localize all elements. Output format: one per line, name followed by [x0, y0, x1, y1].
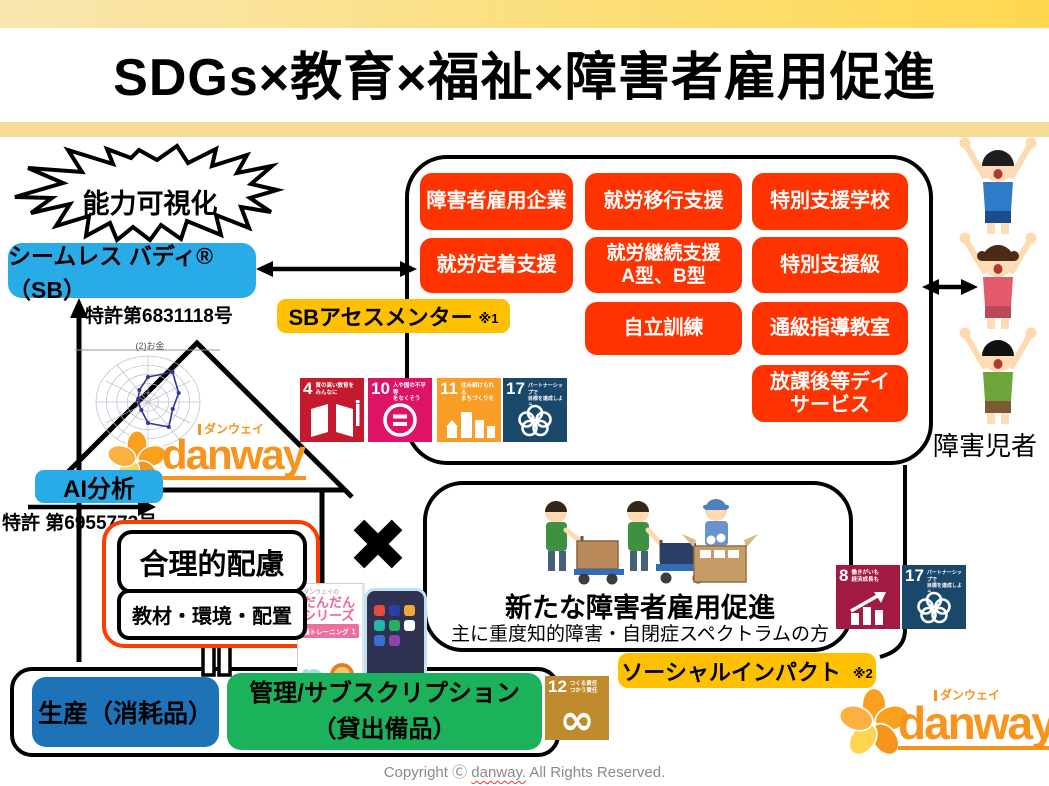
danway-kana-label: ダンウェイ	[198, 423, 306, 435]
disabled-children-label: 障害児者	[933, 431, 1038, 461]
seamless-buddy-label: シームレス バディ®（SB）	[8, 242, 214, 303]
title-underline-bar	[0, 122, 1049, 137]
workers-illustration	[545, 499, 758, 585]
rings-icon	[917, 591, 951, 624]
copyright-prefix: Copyright Ⓒ	[383, 764, 472, 781]
support-box-transition: 就労移行支援	[585, 173, 742, 230]
sb-assessmentor-note: ※1	[478, 311, 499, 326]
sdg-goal17-icon: 17 パートナーシップで 目標を達成しよう	[503, 378, 567, 442]
phone-app-grid	[367, 591, 424, 646]
sdg-goal4-icon: 4 質の高い教育を みんなに	[300, 378, 364, 442]
sb-assessmentor-box: SBアセスメンター ※1	[277, 299, 510, 333]
ai-analysis-label: AI分析	[63, 476, 135, 503]
sdg-goal12-icon: 12 つくる責任 つかう責任 ∞	[545, 676, 609, 740]
support-box-special-school: 特別支援学校	[752, 173, 908, 230]
multiply-icon	[353, 519, 403, 569]
svg-text:∞: ∞	[560, 698, 595, 740]
sb-assessmentor-label: SBアセスメンター	[288, 305, 473, 330]
ai-analysis-box: AI分析	[35, 470, 163, 503]
patent-number-1: 特許第6831118号	[85, 306, 233, 327]
radar-chart-title: (2)お金	[135, 341, 165, 351]
equality-icon	[383, 403, 417, 437]
support-box-afterschool: 放課後等デイ サービス	[752, 365, 908, 422]
employment-promotion-subtitle: 主に重度知的障害・自閉症スペクトラムの方	[450, 624, 830, 645]
page-title: SDGs×教育×福祉×障害者雇用促進	[113, 49, 936, 107]
book-banner-label: 脳トレーニング １	[301, 624, 359, 638]
capability-visualization-label: 能力可視化	[82, 189, 218, 219]
copyright-suffix: All Rights Reserved.	[526, 764, 666, 781]
support-box-special-class: 特別支援級	[752, 237, 908, 293]
sdg-goal11-icon: 11 住み続けられる まちづくりを	[437, 378, 501, 442]
city-icon	[446, 412, 495, 438]
double-arrow-right	[922, 279, 978, 295]
support-box-independence: 自立訓練	[585, 302, 742, 355]
growth-icon	[850, 592, 886, 625]
starburst-shape	[14, 143, 285, 244]
infinity-icon: ∞	[560, 698, 595, 740]
sdg-connector-line	[879, 465, 907, 659]
management-subscription-box: 管理/サブスクリプション （貸出備品）	[227, 673, 542, 750]
book-series-title: だんだん シリーズ	[303, 595, 356, 623]
danway-flower-icon-footer	[838, 687, 910, 756]
top-accent-bar	[0, 0, 1049, 28]
production-box: 生産（消耗品）	[32, 677, 219, 747]
social-impact-note: ※2	[852, 665, 873, 681]
danway-wordmark: danway	[162, 431, 306, 480]
danway-logo-house: ダンウェイ danway	[162, 423, 306, 480]
sdg-goal17b-icon: 17 パートナーシップで 目標を達成しよう	[902, 565, 966, 629]
children-illustration	[959, 137, 1037, 424]
accommodation-sub-box: 教材・環境・配置	[117, 589, 307, 640]
sdg-goal10-icon: 10 人や国の不平等 をなくそう	[368, 378, 432, 442]
support-box-continuous: 就労継続支援 A型、B型	[585, 237, 742, 293]
sdg-goal8-icon: 8 働きがいも 経済成長も	[836, 565, 900, 629]
copyright-line: Copyright Ⓒ danway. All Rights Reserved.	[0, 761, 1049, 782]
support-box-retention: 就労定着支援	[420, 238, 573, 293]
rings-icon	[518, 404, 552, 437]
employment-promotion-title: 新たな障害者雇用促進	[505, 593, 775, 623]
danway-kana-label-footer: ダンウェイ	[934, 689, 1049, 701]
book-brand-note: ダンウェイの	[303, 590, 340, 596]
radar-chart	[75, 349, 220, 449]
double-arrow-left	[256, 261, 417, 277]
copyright-brand: danway.	[471, 764, 527, 781]
book-icon	[311, 400, 360, 437]
seamless-buddy-box: シームレス バディ®（SB）	[8, 243, 256, 303]
danway-wordmark-footer: danway	[898, 700, 1049, 750]
social-impact-box: ソーシャルインパクト ※2	[618, 653, 876, 688]
support-box-tsukyu: 通級指導教室	[752, 302, 908, 355]
danway-logo-footer: ダンウェイ danway	[898, 689, 1049, 750]
accommodation-main-box: 合理的配慮	[117, 530, 307, 594]
social-impact-label: ソーシャルインパクト	[621, 659, 841, 685]
support-box-employer: 障害者雇用企業	[420, 173, 573, 230]
